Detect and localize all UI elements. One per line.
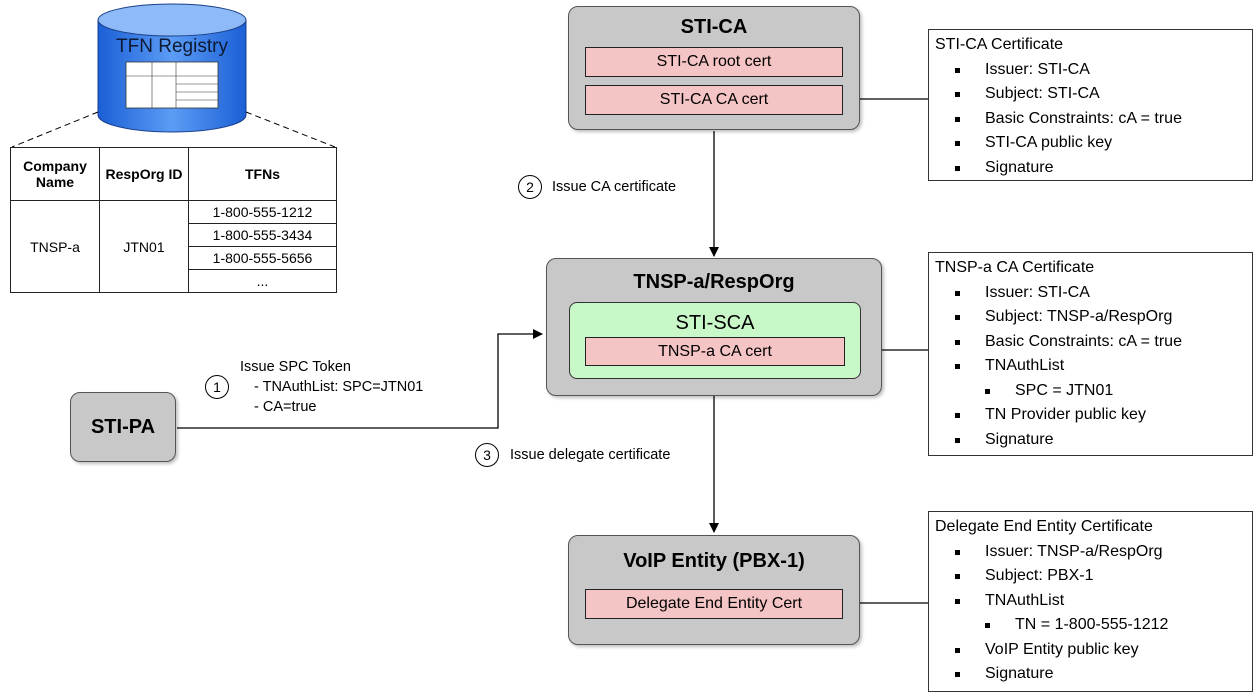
voip-entity-node: VoIP Entity (PBX-1) Delegate End Entity … xyxy=(568,535,860,645)
tnsp-ca-cert: TNSP-a CA cert xyxy=(585,337,845,366)
panel-title: TNSP-a CA Certificate xyxy=(935,259,1095,276)
voip-entity-title: VoIP Entity (PBX-1) xyxy=(623,550,805,572)
sti-ca-node: STI-CA STI-CA root cert STI-CA CA cert xyxy=(568,6,860,130)
cell-tfn: 1-800-555-1212 xyxy=(188,200,337,224)
sti-pa-node: STI-PA xyxy=(70,392,176,462)
zoom-line-right xyxy=(245,111,336,148)
panel-item: TN Provider public key xyxy=(935,403,1252,428)
panel-item: Issuer: STI-CA xyxy=(935,58,1252,83)
tnsp-resporg-node: TNSP-a/RespOrg STI-SCA TNSP-a CA cert xyxy=(546,258,882,396)
sti-ca-certificate-panel: STI-CA Certificate Issuer: STI-CA Subjec… xyxy=(928,29,1253,181)
panel-item: Subject: PBX-1 xyxy=(935,564,1252,589)
tnsp-ca-certificate-panel: TNSP-a CA Certificate Issuer: STI-CA Sub… xyxy=(928,252,1253,456)
panel-item: Issuer: STI-CA xyxy=(935,281,1252,306)
panel-subitem: SPC = JTN01 xyxy=(935,379,1252,404)
sti-sca-label: STI-SCA xyxy=(675,312,755,334)
panel-item: Signature xyxy=(935,156,1252,181)
sti-ca-title: STI-CA xyxy=(680,16,748,38)
panel-item: STI-CA public key xyxy=(935,131,1252,156)
step-3-label: Issue delegate certificate xyxy=(510,447,671,463)
header-tfns: TFNs xyxy=(188,147,337,201)
panel-item: Subject: TNSP-a/RespOrg xyxy=(935,305,1252,330)
arrow-sti-pa-to-tnsp xyxy=(177,329,543,429)
step-3-badge: 3 xyxy=(475,443,499,467)
panel-item: TNAuthList xyxy=(935,589,1252,614)
panel-title: STI-CA Certificate xyxy=(935,36,1064,53)
header-company-name: Company Name xyxy=(10,147,100,201)
header-resporg-id: RespOrg ID xyxy=(99,147,189,201)
tnsp-resporg-title: TNSP-a/RespOrg xyxy=(633,271,795,293)
panel-item: Issuer: TNSP-a/RespOrg xyxy=(935,540,1252,565)
cell-resporg: JTN01 xyxy=(99,200,189,293)
sti-ca-ca-cert: STI-CA CA cert xyxy=(585,85,843,115)
tfn-registry-table: Company Name RespOrg ID TFNs TNSP-a JTN0… xyxy=(10,147,337,293)
panel-item: Subject: STI-CA xyxy=(935,82,1252,107)
panel-item: Basic Constraints: cA = true xyxy=(935,330,1252,355)
cell-tfn: 1-800-555-3434 xyxy=(188,223,337,247)
step-1-label: Issue SPC Token - TNAuthList: SPC=JTN01 … xyxy=(240,357,423,417)
step-1-badge: 1 xyxy=(205,375,229,399)
panel-item: Signature xyxy=(935,428,1252,453)
panel-item: TNAuthList xyxy=(935,354,1252,379)
step-1-line3: - CA=true xyxy=(254,399,317,415)
delegate-end-entity-cert: Delegate End Entity Cert xyxy=(585,589,843,619)
tfn-registry-label: TFN Registry xyxy=(116,36,228,57)
mini-table-icon xyxy=(125,61,219,109)
panel-item: VoIP Entity public key xyxy=(935,638,1252,663)
panel-item: Signature xyxy=(935,662,1252,687)
sti-sca-box: STI-SCA TNSP-a CA cert xyxy=(569,302,861,379)
sti-ca-root-cert: STI-CA root cert xyxy=(585,47,843,77)
cell-tfn: ... xyxy=(188,269,337,293)
cell-tfn: 1-800-555-5656 xyxy=(188,246,337,270)
panel-subitem: TN = 1-800-555-1212 xyxy=(935,613,1252,638)
step-1-line2: - TNAuthList: SPC=JTN01 xyxy=(254,379,424,395)
panel-item: Basic Constraints: cA = true xyxy=(935,107,1252,132)
step-1-line1: Issue SPC Token xyxy=(240,359,351,375)
sti-pa-title: STI-PA xyxy=(90,415,156,438)
delegate-certificate-panel: Delegate End Entity Certificate Issuer: … xyxy=(928,511,1253,692)
zoom-line-left xyxy=(11,111,99,148)
step-2-label: Issue CA certificate xyxy=(552,179,677,195)
panel-title: Delegate End Entity Certificate xyxy=(935,518,1153,535)
cell-company: TNSP-a xyxy=(10,200,100,293)
step-2-badge: 2 xyxy=(518,175,542,199)
